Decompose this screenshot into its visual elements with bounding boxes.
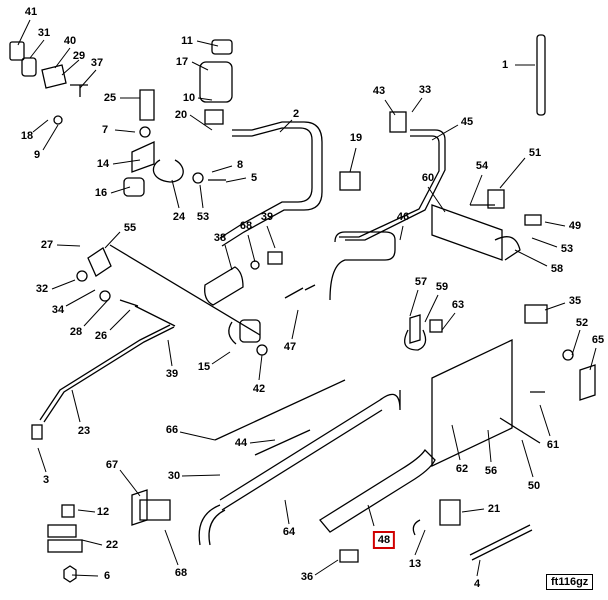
callout-41[interactable]: 41 [24,6,38,18]
callout-38[interactable]: 38 [213,232,227,244]
callout-6[interactable]: 6 [103,570,111,582]
callout-53b[interactable]: 53 [560,243,574,255]
callout-59[interactable]: 59 [435,281,449,293]
callout-26[interactable]: 26 [94,330,108,342]
callout-47[interactable]: 47 [283,341,297,353]
parts [9,34,596,583]
callout-40[interactable]: 40 [63,35,77,47]
callout-5[interactable]: 5 [250,172,258,184]
callout-61[interactable]: 61 [546,439,560,451]
callout-62[interactable]: 62 [455,463,469,475]
callout-55[interactable]: 55 [123,222,137,234]
callout-9[interactable]: 9 [33,149,41,161]
callout-68b[interactable]: 68 [174,567,188,579]
callout-12[interactable]: 12 [96,506,110,518]
callout-19[interactable]: 19 [349,132,363,144]
callout-58[interactable]: 58 [550,263,564,275]
callout-46[interactable]: 46 [396,211,410,223]
callout-20[interactable]: 20 [174,109,188,121]
callout-27[interactable]: 27 [40,239,54,251]
callout-57[interactable]: 57 [414,276,428,288]
callout-48-highlighted[interactable]: 48 [372,531,396,549]
callout-28[interactable]: 28 [69,326,83,338]
callout-7[interactable]: 7 [101,124,109,136]
callout-24[interactable]: 24 [172,211,186,223]
figure-code: ft116gz [546,574,594,590]
callout-52[interactable]: 52 [575,317,589,329]
callout-60[interactable]: 60 [421,172,435,184]
callout-64[interactable]: 64 [282,526,296,538]
callout-49[interactable]: 49 [568,220,582,232]
callout-67[interactable]: 67 [105,459,119,471]
callout-53[interactable]: 53 [196,211,210,223]
callout-3[interactable]: 3 [42,474,50,486]
callout-56[interactable]: 56 [484,465,498,477]
callout-29[interactable]: 29 [72,50,86,62]
callout-2[interactable]: 2 [292,108,300,120]
callout-39[interactable]: 39 [260,211,274,223]
callout-18[interactable]: 18 [20,130,34,142]
callout-16[interactable]: 16 [94,187,108,199]
callout-31[interactable]: 31 [37,27,51,39]
callout-37[interactable]: 37 [90,57,104,69]
callout-32[interactable]: 32 [35,283,49,295]
callout-4[interactable]: 4 [473,578,481,590]
callout-43[interactable]: 43 [372,85,386,97]
callout-66[interactable]: 66 [165,424,179,436]
callout-14[interactable]: 14 [96,158,110,170]
callout-44[interactable]: 44 [234,437,248,449]
callout-10[interactable]: 10 [182,92,196,104]
callout-63[interactable]: 63 [451,299,465,311]
callout-8[interactable]: 8 [236,159,244,171]
callout-35[interactable]: 35 [568,295,582,307]
callout-22[interactable]: 22 [105,539,119,551]
callout-39b[interactable]: 39 [165,368,179,380]
callout-17[interactable]: 17 [175,56,189,68]
callout-15[interactable]: 15 [197,361,211,373]
callout-1[interactable]: 1 [501,59,509,71]
callout-33[interactable]: 33 [418,84,432,96]
callout-68[interactable]: 68 [239,220,253,232]
callout-13[interactable]: 13 [408,558,422,570]
callout-25[interactable]: 25 [103,92,117,104]
callout-45[interactable]: 45 [460,116,474,128]
callout-21[interactable]: 21 [487,503,501,515]
callout-23[interactable]: 23 [77,425,91,437]
callout-54[interactable]: 54 [475,160,489,172]
callout-50[interactable]: 50 [527,480,541,492]
callout-36[interactable]: 36 [300,571,314,583]
callout-51[interactable]: 51 [528,147,542,159]
callout-11[interactable]: 11 [181,35,193,47]
callout-42[interactable]: 42 [252,383,266,395]
callout-34[interactable]: 34 [51,304,65,316]
callout-30[interactable]: 30 [167,470,181,482]
callout-65[interactable]: 65 [591,334,605,346]
